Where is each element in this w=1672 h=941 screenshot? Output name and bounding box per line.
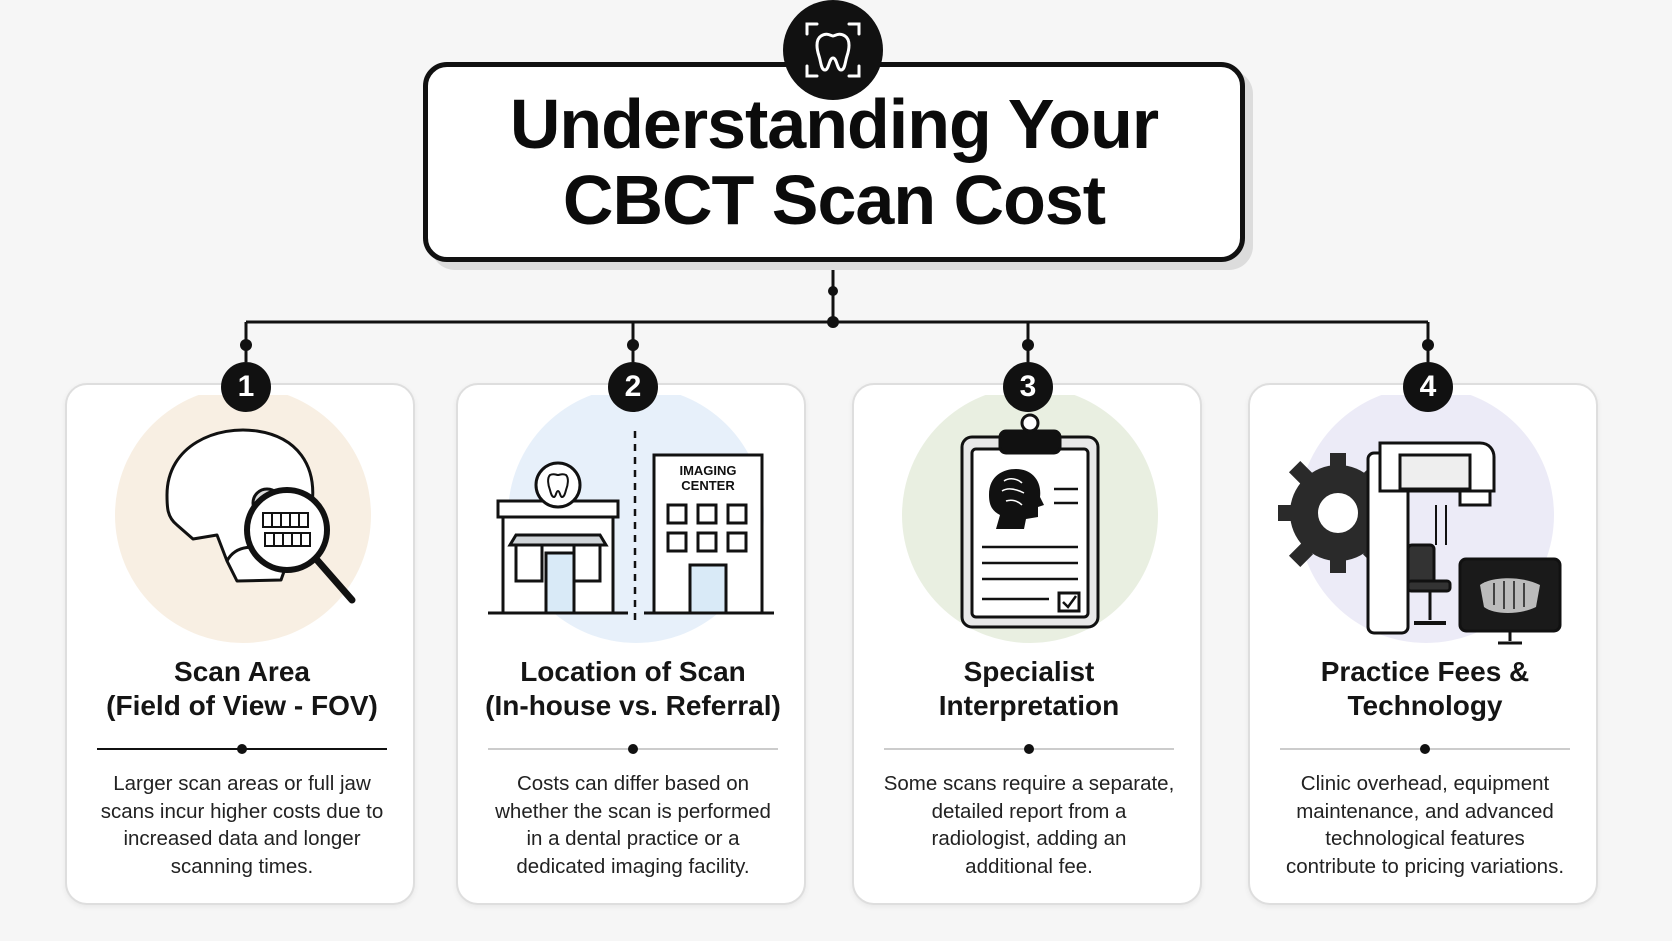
factor-title: Practice Fees & Technology	[1250, 655, 1600, 723]
factor-card-interpretation: Specialist Interpretation Some scans req…	[852, 383, 1202, 905]
factor-description-line: Some scans require a separate,	[883, 772, 1175, 795]
title-box: Understanding Your CBCT Scan Cost	[423, 62, 1245, 262]
factor-description-line: dedicated imaging facility.	[516, 854, 750, 878]
factor-description: Costs can differ based on whether the sc…	[478, 770, 788, 880]
skull-magnifier-icon	[115, 395, 371, 643]
factor-description: Larger scan areas or full jaw scans incu…	[87, 770, 397, 880]
factor-description-line: scanning times.	[170, 854, 314, 878]
factor-description-line: scans incur higher costs due to	[100, 799, 384, 823]
factor-title-line: Specialist	[963, 656, 1095, 687]
factor-title: Specialist Interpretation	[854, 655, 1204, 723]
factor-description: Some scans require a separate, detailed …	[874, 770, 1184, 880]
factor-title: Location of Scan (In-house vs. Referral)	[458, 655, 808, 723]
factor-number-badge: 2	[608, 362, 658, 412]
clipboard-report-icon	[902, 395, 1158, 643]
imaging-center-sign-line-1: IMAGING	[679, 463, 736, 478]
factor-description-line: Clinic overhead, equipment	[1300, 772, 1550, 795]
factor-number-badge: 3	[1003, 362, 1053, 412]
factor-title-line: Scan Area	[174, 656, 310, 687]
factor-description-line: maintenance, and advanced	[1296, 799, 1554, 823]
divider	[1280, 744, 1570, 754]
factor-description: Clinic overhead, equipment maintenance, …	[1270, 770, 1580, 880]
divider	[97, 744, 387, 754]
factor-title-line: (In-house vs. Referral)	[485, 690, 781, 721]
dental-office-and-imaging-center-icon: IMAGING CENTER	[488, 395, 774, 643]
factor-number-badge: 4	[1403, 362, 1453, 412]
factor-title-line: Location of Scan	[520, 656, 746, 687]
imaging-center-sign-line-2: CENTER	[681, 478, 735, 493]
factor-title-line: Interpretation	[938, 690, 1120, 721]
divider	[488, 744, 778, 754]
factor-description-line: detailed report from a	[931, 799, 1127, 823]
divider	[884, 744, 1174, 754]
title-line-2: CBCT Scan Cost	[562, 161, 1106, 239]
factor-title: Scan Area (Field of View - FOV)	[67, 655, 417, 723]
factor-number-badge: 1	[221, 362, 271, 412]
factor-description-line: technological features	[1325, 827, 1525, 850]
factor-title-line: (Field of View - FOV)	[106, 690, 378, 721]
factor-card-location: IMAGING CENTER Location of Scan (In-hous…	[456, 383, 806, 905]
factor-description-line: Costs can differ based on	[516, 772, 750, 795]
cbct-machine-gear-monitor-icon	[1278, 395, 1562, 645]
factor-description-line: radiologist, adding an	[931, 827, 1127, 850]
factor-card-practice-fees: Practice Fees & Technology Clinic overhe…	[1248, 383, 1598, 905]
factor-description-line: whether the scan is performed	[495, 799, 771, 823]
factor-description-line: increased data and longer	[123, 827, 361, 850]
factor-description-line: in a dental practice or a	[526, 827, 740, 850]
factor-card-scan-area: Scan Area (Field of View - FOV) Larger s…	[65, 383, 415, 905]
factor-description-line: Larger scan areas or full jaw	[113, 772, 371, 795]
factor-description-line: contribute to pricing variations.	[1285, 854, 1565, 878]
factor-title-line: Technology	[1347, 690, 1503, 721]
factor-description-line: additional fee.	[965, 854, 1093, 878]
factor-title-line: Practice Fees &	[1320, 656, 1530, 687]
tooth-scan-icon	[783, 0, 883, 100]
